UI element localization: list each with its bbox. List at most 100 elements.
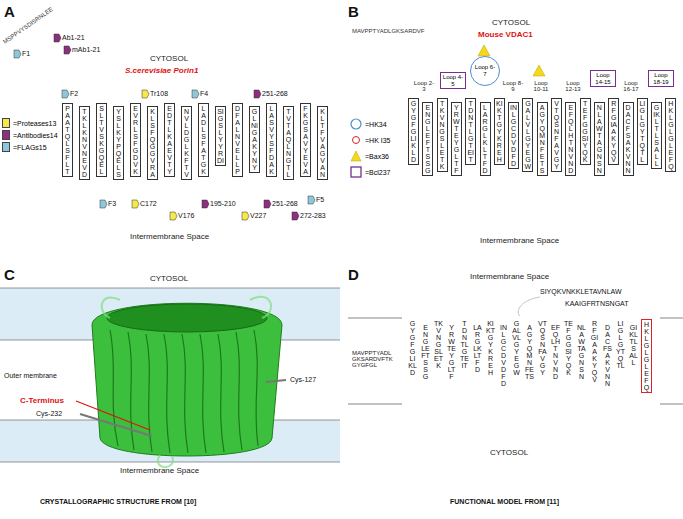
strand-sequence: AGYQMNFETS xyxy=(539,104,546,174)
strand-box: YSLKYPQELS xyxy=(113,106,124,180)
strand-sequence: KLTFVAGVAN xyxy=(319,108,326,178)
legend-item: =Bcl237 xyxy=(350,166,391,178)
compartment-label: CYTOSOL xyxy=(150,274,188,283)
loop-label: Loop 10-11 xyxy=(530,80,552,92)
strand-box: PAATQLSFLT xyxy=(62,103,73,177)
strand-sequence: YRWTEYGLTF xyxy=(453,104,460,174)
compartment-label: CYTOSOL xyxy=(150,54,188,63)
strand-sequence: TDNTLGTEIT xyxy=(460,320,469,369)
highlight-box: HKLGLGLEFQ xyxy=(641,319,652,393)
compartment-label: Intermembrane Space xyxy=(470,272,549,281)
strand-sequence: GIKLTLSALL xyxy=(653,104,660,167)
strand-sequence: LIGLGYTQTL xyxy=(616,320,625,369)
legend-swatch xyxy=(2,130,10,140)
strand-box: TVTAQLNGTL xyxy=(283,106,294,180)
strand-box: EVRLSFGDVK xyxy=(130,103,141,177)
strand-sequence: VTQSNFAVGY xyxy=(553,100,560,170)
strand-sequence: KIKTGYKREH xyxy=(496,100,503,163)
strand-box: GIKLTLSALL xyxy=(651,102,662,169)
strand-sequence: INLGCDVDFD xyxy=(499,324,508,387)
strand-sequence: TEFGGSIYQK xyxy=(564,320,573,376)
loop-circle: Loop 6-7 xyxy=(470,56,500,86)
strand-sequence: DACFSAKVNN xyxy=(625,104,632,174)
species-title: Mouse VDAC1 xyxy=(478,30,533,39)
strand-sequence: GYGFGLIKLD xyxy=(408,320,417,376)
legend-text: =Bcl237 xyxy=(365,169,391,176)
legend-item: =Antibodies14 xyxy=(2,130,58,140)
legend-swatch xyxy=(2,118,10,128)
legend-text: =FLAGs15 xyxy=(13,144,47,151)
strand-sequence: EVRLSFGDVK xyxy=(132,105,139,175)
antibody-tag: 272-283 xyxy=(300,212,326,220)
strand-sequence: GYGFGLIKLD xyxy=(410,100,417,163)
panel-letter: A xyxy=(4,3,15,20)
strand-sequence: NLAWTAGNSN xyxy=(577,324,586,380)
residue-label: Cys-127 xyxy=(290,376,316,384)
strand-box: INLGCDVDFD xyxy=(508,102,519,169)
legend-item: =Proteases13 xyxy=(2,118,56,128)
strand-sequence: EFQLHTNVND xyxy=(567,104,574,174)
legend-text: =Proteases13 xyxy=(13,120,56,127)
loop-label: Loop 2-3 xyxy=(413,80,435,92)
strand-sequence: DACFSAKVNN xyxy=(603,324,612,387)
legend-item: =Bax36 xyxy=(350,150,389,162)
loop-label: Loop 6-7 xyxy=(474,64,496,77)
panel-caption: FUNCTIONAL MODEL FROM [11] xyxy=(450,498,559,505)
compartment-label: CYTOSOL xyxy=(490,448,528,457)
sequence-text: SIYQKVNKKLETAVNLAW xyxy=(540,288,622,296)
strand-sequence: KIKTGYKREH xyxy=(486,320,495,376)
flag-tag: F3 xyxy=(108,200,116,208)
legend-text: =HK I35 xyxy=(365,137,391,144)
residue-label: Cys-232 xyxy=(36,410,62,418)
strand-sequence: NLAWTAGNSN xyxy=(596,104,603,174)
strand-box: FKGSAVYEVA xyxy=(300,103,311,177)
flag-tag: F2 xyxy=(70,90,78,98)
strand-sequence: HKLGLGLEFQ xyxy=(643,321,650,391)
antibody-tag: 251-268 xyxy=(272,200,298,208)
strand-sequence: RFGIAAKYQV xyxy=(610,100,617,163)
strand-sequence: GALVLGYEGW xyxy=(512,320,521,376)
flag-tag: F5 xyxy=(316,196,324,204)
legend-text: =HK34 xyxy=(365,121,387,128)
strand-sequence: GIKLTLSALL xyxy=(629,324,638,366)
loop-box: Loop 14-15 xyxy=(590,70,616,87)
protease-tag: Tr108 xyxy=(150,90,168,98)
strand-sequence: EFQLHTNVND xyxy=(551,324,560,380)
strand-sequence: SIGSLYYRDI xyxy=(217,108,224,164)
flag-tag: F1 xyxy=(22,50,30,58)
loop-label: Loop 4-5 xyxy=(442,74,464,87)
panel-letter: B xyxy=(348,3,359,20)
strand-box: NLAWTAGNSN xyxy=(594,102,605,176)
loop-label: Loop 18-19 xyxy=(650,72,672,85)
compartment-label: Intermembrane Space xyxy=(120,466,199,475)
membrane-label: Outer membrane xyxy=(4,372,57,380)
strand-box: VTQSNFAVGY xyxy=(551,98,562,172)
sequence-text: KAAIGFRTNSNGAT xyxy=(565,300,629,308)
strand-box: LADLSFATGK xyxy=(198,103,209,177)
strand-sequence: TDNTLGTEIT xyxy=(467,100,474,163)
antibody-tag: mAb1-21 xyxy=(72,46,100,54)
loop-label: Loop 16-17 xyxy=(620,80,642,92)
panel-letter: C xyxy=(4,266,15,283)
legend-symbol xyxy=(350,166,362,178)
strand-sequence: AGYQMNFETS xyxy=(525,324,534,380)
strand-box: AGYQMNFETS xyxy=(537,102,548,176)
strand-box: TEFGGSIYQK xyxy=(580,98,591,165)
legend-text: =Bax36 xyxy=(365,153,389,160)
strand-box: SIGSLYYRDI xyxy=(215,106,226,166)
sequence-text: MAVPPTYADLGKSARDVFTKGYGFGL xyxy=(352,350,396,368)
compartment-label: CYTOSOL xyxy=(492,18,530,27)
strand-sequence: GLNIGAKYNY xyxy=(251,108,258,171)
antibody-tag: Ab1-21 xyxy=(62,34,85,42)
strand-sequence: TKVNGSLETK xyxy=(434,320,443,369)
strand-sequence: FKGSAVYEVA xyxy=(302,105,309,175)
legend-symbol xyxy=(350,150,362,162)
antibody-tag: 195-210 xyxy=(210,200,236,208)
strand-box: HKLGLGLEFQ xyxy=(665,98,676,172)
compartment-label: Intermembrane Space xyxy=(130,232,209,241)
legend-symbol xyxy=(350,118,362,130)
strand-sequence: KLSFQGGVRA xyxy=(149,108,156,178)
terminus-label: C-Terminus xyxy=(20,396,64,405)
strand-box: DFALNVELLP xyxy=(232,103,243,177)
